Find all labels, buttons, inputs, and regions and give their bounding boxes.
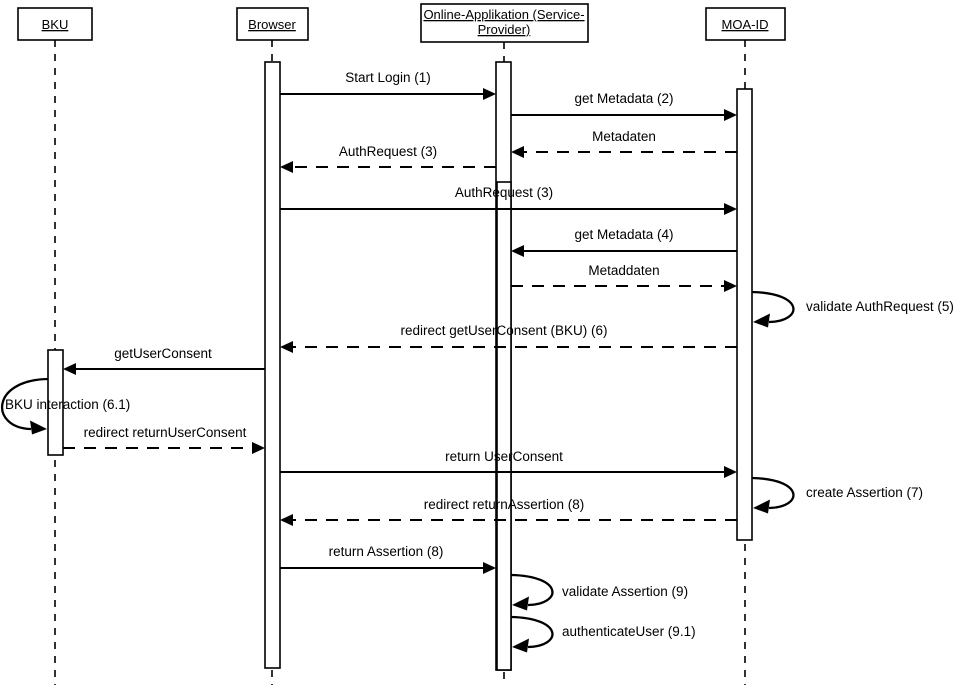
participant-box[interactable]	[236, 7, 309, 41]
message-m1: Start Login (1)	[280, 70, 496, 100]
message-arrowhead	[724, 109, 737, 121]
message-arrowhead	[280, 514, 293, 526]
message-m8: redirect getUserConsent (BKU) (6)	[280, 323, 737, 353]
activation-bar-moaid	[736, 88, 753, 541]
message-m7: Metaddaten	[511, 263, 737, 292]
message-arrowhead	[280, 161, 293, 173]
message-label: return UserConsent	[445, 449, 563, 464]
message-arrowhead	[63, 363, 76, 375]
participant-head-bku[interactable]: BKU	[17, 7, 93, 41]
participant-label: Online-Applikation (Service-	[423, 7, 584, 22]
messages-layer: Start Login (1) get Metadata (2) Metadaten…	[63, 70, 737, 574]
self-message-label: authenticateUser (9.1)	[562, 624, 696, 639]
message-m3: Metadaten	[511, 129, 737, 158]
message-m10: redirect returnUserConsent	[63, 425, 265, 454]
message-m4: AuthRequest (3)	[280, 144, 496, 173]
message-arrowhead	[252, 442, 265, 454]
participant-head-moaid[interactable]: MOA-ID	[705, 7, 786, 41]
participant-box[interactable]	[17, 7, 93, 41]
participant-label-line2: Provider)	[478, 22, 531, 37]
self-message-label: create Assertion (7)	[806, 485, 923, 500]
self-message-label: validate Assertion (9)	[562, 584, 688, 599]
activation-bar-browser	[264, 61, 281, 669]
self-message-arrowhead	[512, 596, 529, 611]
message-arrowhead	[724, 280, 737, 292]
self-message-label: validate AuthRequest (5)	[806, 299, 954, 314]
message-m5: AuthRequest (3)	[280, 185, 737, 215]
activation-bar-bku	[47, 349, 64, 456]
message-arrowhead	[511, 245, 524, 257]
message-label: redirect returnUserConsent	[84, 425, 247, 440]
message-arrowhead	[280, 341, 293, 353]
message-label: redirect getUserConsent (BKU) (6)	[400, 323, 607, 338]
self-message-s4: validate Assertion (9)	[510, 573, 688, 611]
message-arrowhead	[483, 88, 496, 100]
self-message-loop	[0, 377, 49, 431]
message-label: return Assertion (8)	[329, 544, 444, 559]
message-m6: get Metadata (4)	[511, 227, 737, 257]
self-message-arrowhead	[512, 638, 529, 653]
message-arrowhead	[724, 203, 737, 215]
message-arrowhead	[511, 146, 524, 158]
participant-heads-layer: BKU Browser Online-Applikation (Service-Pr…	[17, 3, 786, 43]
message-label: AuthRequest (3)	[455, 185, 553, 200]
self-message-s3: create Assertion (7)	[751, 476, 923, 514]
participant-box[interactable]	[705, 7, 786, 41]
message-m9: getUserConsent	[63, 346, 265, 375]
message-m2: get Metadata (2)	[511, 91, 737, 121]
self-message-s2: BKU interaction (6.1)	[0, 377, 130, 435]
self-message-s1: validate AuthRequest (5)	[751, 290, 954, 328]
self-message-s5: authenticateUser (9.1)	[510, 615, 696, 653]
message-m13: return Assertion (8)	[280, 544, 496, 574]
message-label: Metaddaten	[588, 263, 659, 278]
self-message-loop	[751, 476, 795, 510]
activations-layer	[47, 61, 753, 671]
participant-label: BKU	[42, 17, 69, 32]
message-label: get Metadata (4)	[574, 227, 673, 242]
message-label: get Metadata (2)	[574, 91, 673, 106]
message-label: Start Login (1)	[345, 70, 431, 85]
participant-label: MOA-ID	[722, 17, 769, 32]
message-label: redirect returnAssertion (8)	[424, 497, 585, 512]
message-label: AuthRequest (3)	[339, 144, 437, 159]
participant-box[interactable]	[420, 3, 589, 43]
self-messages-layer: validate AuthRequest (5) BKU interaction …	[0, 290, 954, 653]
message-label: Metadaten	[592, 129, 656, 144]
participant-head-oa[interactable]: Online-Applikation (Service-Provider)	[420, 3, 589, 43]
participant-head-browser[interactable]: Browser	[236, 7, 309, 41]
self-message-arrowhead	[30, 420, 47, 435]
self-message-loop	[751, 290, 795, 324]
message-arrowhead	[483, 562, 496, 574]
participant-label: Browser	[248, 17, 296, 32]
self-message-label: BKU interaction (6.1)	[5, 397, 130, 412]
self-message-loop	[510, 573, 554, 607]
activation-bar-oa	[496, 181, 512, 671]
self-message-arrowhead	[753, 313, 770, 328]
self-message-arrowhead	[753, 499, 770, 514]
message-label: getUserConsent	[114, 346, 212, 361]
message-m11: return UserConsent	[280, 449, 737, 478]
message-m12: redirect returnAssertion (8)	[280, 497, 737, 526]
message-arrowhead	[724, 466, 737, 478]
self-message-loop	[510, 615, 554, 649]
